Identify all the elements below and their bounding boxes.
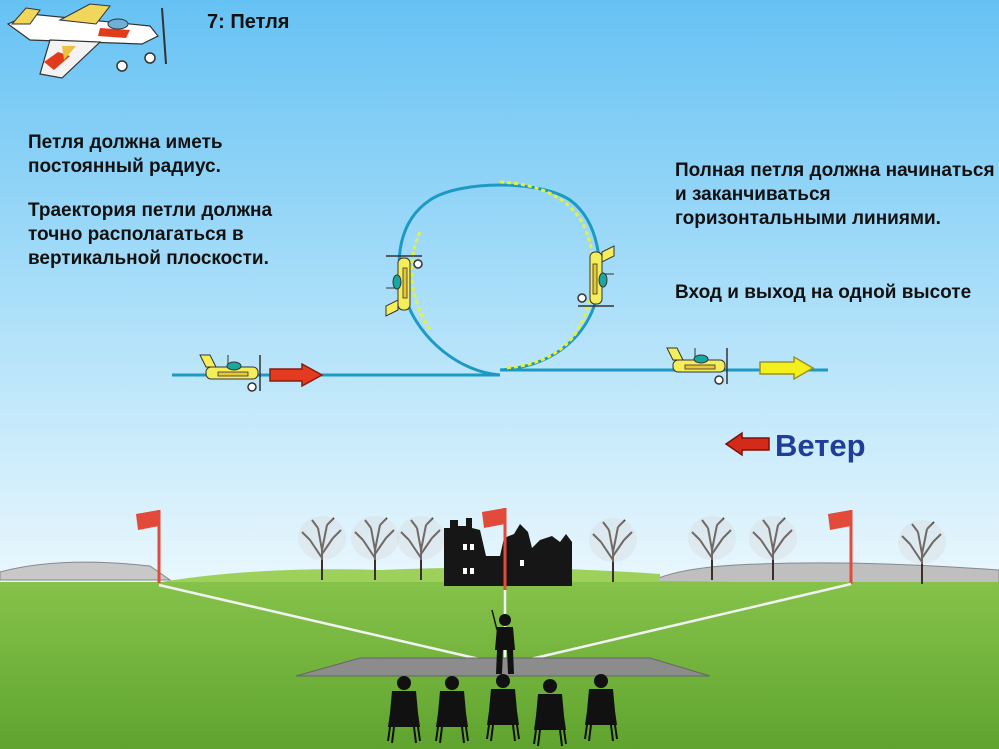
constant-radius-note: Петля должна иметь постоянный радиус. [28,132,223,177]
flag-left [136,510,161,583]
castle-ruins-silhouette [444,518,572,586]
wind-arrow-icon [724,431,770,457]
entry-arrow-icon [269,362,324,388]
page-title: 7: Петля [207,11,290,33]
same-altitude-note: Вход и выход на одной высоте [675,282,972,303]
exit-arrow-icon [759,355,815,381]
flag-right [828,510,853,584]
wind-label: Ветер [775,428,866,463]
runway [295,657,711,677]
aerobatic-plane-icon [6,3,167,79]
flag-center [482,508,507,590]
pilot-silhouette [491,609,515,674]
horizontal-lines-note: Полная петля должна начинаться и заканчи… [675,160,995,229]
sky-background [0,0,999,585]
hills-left [0,561,172,581]
hills-right [649,562,999,585]
vertical-plane-note: Траектория петли должна точно располагат… [28,200,273,269]
